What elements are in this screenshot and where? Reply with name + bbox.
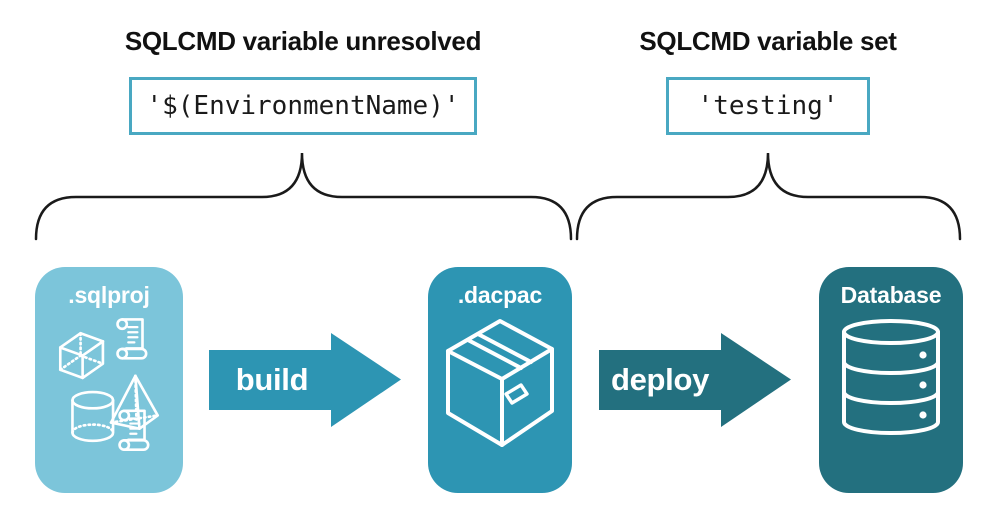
build-arrow-label: build <box>235 362 309 397</box>
node-sqlproj: .sqlproj <box>35 267 183 493</box>
code-box-unresolved: '$(EnvironmentName)' <box>129 77 477 135</box>
deploy-arrow-shape <box>599 333 791 427</box>
package-box-icon <box>446 319 554 447</box>
brace-left-icon <box>34 152 573 241</box>
pyramid-icon <box>109 374 160 430</box>
build-arrow: build <box>209 331 402 429</box>
cylinder-icon <box>71 390 115 443</box>
sql-project-objects-icon <box>58 318 160 451</box>
deploy-arrow-label: deploy <box>610 362 710 397</box>
build-arrow-shape <box>209 333 401 427</box>
heading-sqlcmd-set: SQLCMD variable set <box>639 26 897 56</box>
node-sqlproj-label: .sqlproj <box>68 282 150 308</box>
node-dacpac-label: .dacpac <box>457 282 543 308</box>
code-text-unresolved: '$(EnvironmentName)' <box>146 91 460 121</box>
scroll-icon <box>116 318 148 360</box>
code-box-set: 'testing' <box>666 77 870 135</box>
node-dacpac: .dacpac <box>428 267 572 493</box>
heading-sqlcmd-unresolved: SQLCMD variable unresolved <box>124 26 482 56</box>
package-label-icon <box>504 383 529 405</box>
deploy-arrow: deploy <box>599 331 792 429</box>
cube-icon <box>58 331 105 380</box>
node-database: Database <box>819 267 963 493</box>
brace-right-icon <box>575 152 962 241</box>
code-text-set: 'testing' <box>697 91 839 121</box>
node-database-label: Database <box>840 282 942 308</box>
scroll-icon <box>118 409 150 451</box>
database-cylinder-icon <box>842 319 940 435</box>
